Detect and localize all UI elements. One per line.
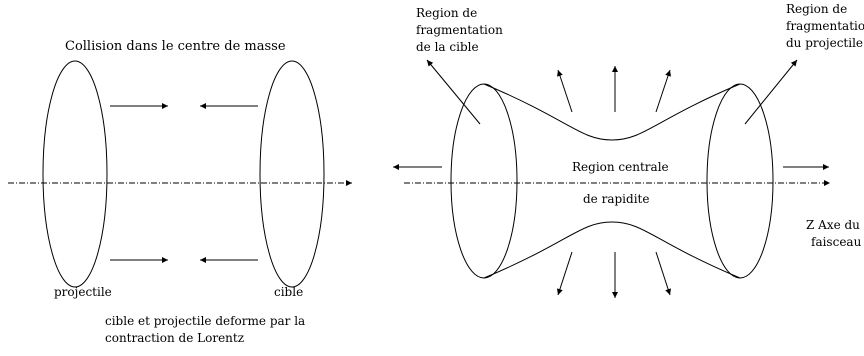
projectile-region-label-1: Region de — [786, 2, 847, 16]
projectile-ellipse — [42, 60, 108, 288]
emission-arrow-bottom-right — [655, 251, 671, 296]
target-region-label-3: de la cible — [416, 40, 479, 54]
caption-line-2: contraction de Lorentz — [105, 331, 244, 345]
central-region-lower-edge — [483, 221, 741, 279]
emission-arrow-bottom-left — [557, 251, 573, 296]
projectile-label: projectile — [54, 285, 112, 299]
projectile-fragment-arrow — [744, 59, 798, 125]
beam-axis-label-1: Z Axe du — [806, 218, 860, 232]
central-region-label-1: Region centrale — [572, 160, 669, 174]
target-region-label-1: Region de — [416, 6, 477, 20]
central-region-label-2: de rapidite — [583, 192, 649, 206]
projectile-region-label-3: du projectile — [786, 36, 863, 50]
beam-axis-label-2: faisceau — [811, 235, 862, 249]
left-panel: Collision dans le centre de masse projec… — [8, 39, 352, 345]
target-fragment-arrow — [426, 59, 481, 125]
target-label: cible — [274, 285, 303, 299]
caption-line-1: cible et projectile deforme par la — [105, 314, 305, 328]
central-region-upper-edge — [483, 83, 741, 141]
left-panel-title: Collision dans le centre de masse — [65, 39, 286, 54]
target-ellipse — [259, 60, 325, 288]
target-region-label-2: fragmentation — [416, 23, 503, 37]
emission-arrow-top-right — [655, 69, 671, 113]
projectile-fragment-ellipse — [706, 83, 774, 279]
target-fragment-ellipse — [450, 83, 518, 279]
emission-arrow-top-left — [557, 69, 573, 113]
projectile-region-label-2: fragmentation — [786, 19, 864, 33]
right-panel: Region de fragmentation de la cible Regi… — [393, 2, 864, 298]
